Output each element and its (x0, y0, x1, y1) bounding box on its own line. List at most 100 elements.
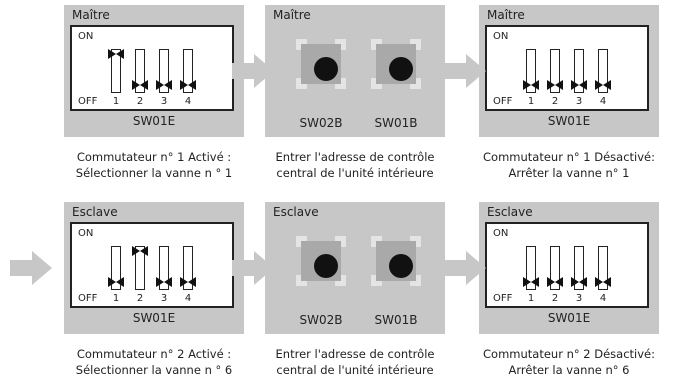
caption-line: central de l'unité intérieure (276, 363, 434, 377)
rotary-switch-sw01b[interactable] (371, 39, 421, 89)
switch-knob-icon (571, 277, 587, 287)
switch-number: 3 (160, 96, 168, 107)
switch-knob-icon (132, 246, 148, 256)
rotary-body (376, 44, 416, 84)
switch-number: 2 (136, 293, 144, 304)
rotary-dial-icon (389, 254, 413, 278)
switch-number: 4 (599, 96, 607, 107)
rotary-label: SW02B (299, 116, 343, 130)
caption: Commutateur n° 1 Activé : Sélectionner la… (44, 149, 264, 181)
rotary-switch-sw01b[interactable] (371, 236, 421, 286)
switch-knob-icon (132, 80, 148, 90)
switch-label: SW01E (132, 114, 176, 128)
caption: Commutateur n° 2 Désactivé:Arrêter la va… (459, 346, 679, 378)
panel-title: Maître (487, 8, 525, 22)
dip-switch-2[interactable] (547, 246, 563, 290)
switch-knob-icon (108, 49, 124, 59)
off-label: OFF (493, 96, 513, 107)
switch-knob-icon (180, 277, 196, 287)
caption: Commutateur n° 1 Désactivé: Arrêter la va… (459, 149, 679, 181)
switch-knob-icon (547, 277, 563, 287)
switch-number: 4 (184, 293, 192, 304)
switch-knob-icon (108, 277, 124, 287)
switch-knob-icon (571, 80, 587, 90)
switch-number: 3 (160, 293, 168, 304)
off-label: OFF (78, 96, 98, 107)
caption: Entrer l'adresse de contrôle central de l… (245, 346, 465, 378)
rotary-switch-sw02b[interactable] (296, 39, 346, 89)
switch-number: 3 (575, 293, 583, 304)
on-label: ON (78, 31, 94, 42)
switch-number: 4 (184, 96, 192, 107)
arrow-icon (444, 54, 486, 92)
dip-switch-1[interactable] (108, 49, 124, 93)
rotary-body (301, 241, 341, 281)
dip-switch-2[interactable] (547, 49, 563, 93)
switch-label: SW01E (547, 114, 591, 128)
switch-number: 2 (551, 96, 559, 107)
rotary-dial-icon (314, 254, 338, 278)
dip-switch-1[interactable] (523, 49, 539, 93)
caption-line: Entrer l'adresse de contrôle (275, 347, 435, 361)
switch-number: 1 (527, 96, 535, 107)
dip-switch-2[interactable] (132, 246, 148, 290)
rotary-dial-icon (389, 57, 413, 81)
caption-line: Sélectionner la vanne n ° 6 (75, 363, 233, 377)
caption-line: Commutateur n° 1 Désactivé: (483, 150, 655, 164)
rotary-label: SW02B (299, 313, 343, 327)
switch-knob-icon (595, 80, 611, 90)
dip-switch-1[interactable] (108, 246, 124, 290)
dip-switch-4[interactable] (180, 49, 196, 93)
dip-switch-4[interactable] (180, 246, 196, 290)
switch-number: 4 (599, 293, 607, 304)
caption-line: Sélectionner la vanne n ° 1 (75, 166, 233, 180)
dip-switch-3[interactable] (156, 49, 172, 93)
caption-line: Commutateur n° 1 Activé : (76, 150, 232, 164)
dip-switch-3[interactable] (571, 246, 587, 290)
dip-switch-3[interactable] (156, 246, 172, 290)
dip-switch-3[interactable] (571, 49, 587, 93)
panel-title: Esclave (487, 205, 533, 219)
caption-line: Commutateur n° 2 Désactivé: (483, 347, 655, 361)
caption-line: central de l'unité intérieure (276, 166, 434, 180)
panel-title: Maître (72, 8, 110, 22)
dip-switch-4[interactable] (595, 246, 611, 290)
switch-number: 3 (575, 96, 583, 107)
switch-number: 2 (551, 293, 559, 304)
switch-knob-icon (595, 277, 611, 287)
switch-knob-icon (523, 277, 539, 287)
rotary-dial-icon (314, 57, 338, 81)
arrow-icon (10, 251, 52, 289)
on-label: ON (493, 31, 509, 42)
caption: Entrer l'adresse de contrôle central de l… (245, 149, 465, 181)
switch-number: 1 (112, 293, 120, 304)
switch-label: SW01E (547, 311, 591, 325)
switch-knob-icon (523, 80, 539, 90)
caption-line: Entrer l'adresse de contrôle (275, 150, 435, 164)
dip-switch-1[interactable] (523, 246, 539, 290)
switch-number: 1 (527, 293, 535, 304)
dip-switch-4[interactable] (595, 49, 611, 93)
arrow-icon (232, 251, 274, 289)
dip-switch-window: ON OFF 1 2 3 4 (485, 25, 649, 111)
dip-switch-2[interactable] (132, 49, 148, 93)
switch-knob-icon (180, 80, 196, 90)
caption-line: Arrêter la vanne n° 1 (508, 166, 630, 180)
on-label: ON (493, 228, 509, 239)
rotary-switch-sw02b[interactable] (296, 236, 346, 286)
rotary-body (301, 44, 341, 84)
rotary-label: SW01B (374, 313, 418, 327)
switch-label: SW01E (132, 311, 176, 325)
switch-knob-icon (156, 277, 172, 287)
off-label: OFF (78, 293, 98, 304)
arrow-icon (232, 54, 274, 92)
